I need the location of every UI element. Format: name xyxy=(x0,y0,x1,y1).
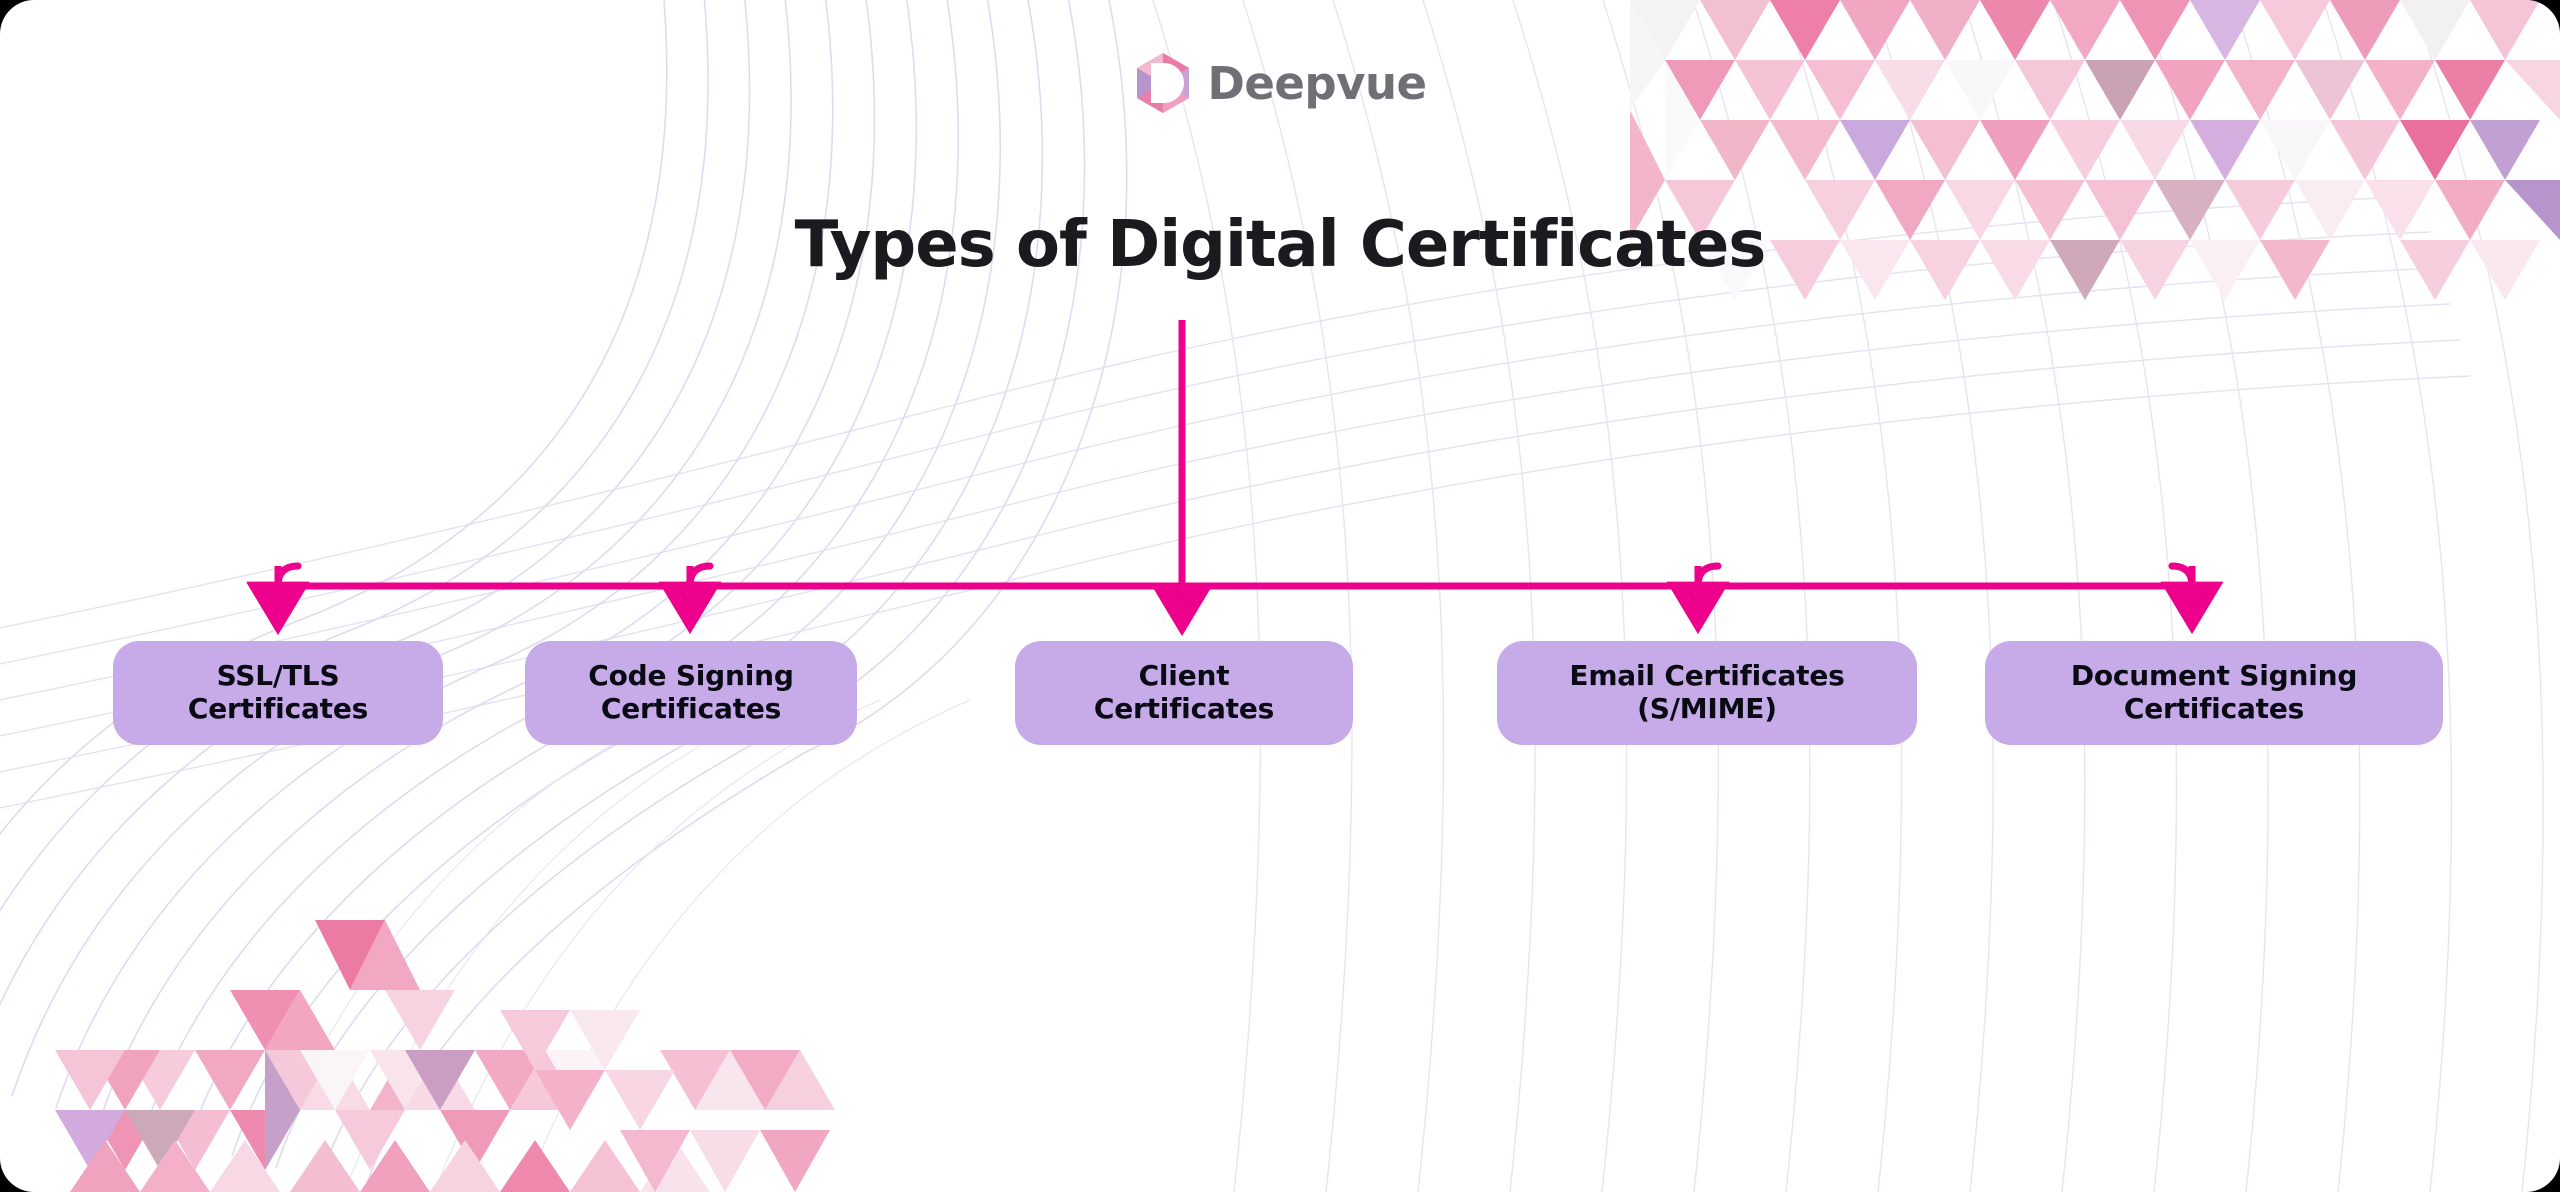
node-document-signing[interactable]: Document Signing Certificates xyxy=(1985,641,2443,745)
brand-logo: Deepvue xyxy=(0,52,2560,114)
node-label: Client Certificates xyxy=(1093,659,1275,725)
node-ssl-tls[interactable]: SSL/TLS Certificates xyxy=(113,641,443,745)
hexagon-logo-icon xyxy=(1134,52,1192,114)
node-code-signing[interactable]: Code Signing Certificates xyxy=(525,641,857,745)
brand-name: Deepvue xyxy=(1207,56,1428,110)
node-email-smime[interactable]: Email Certificates (S/MIME) xyxy=(1497,641,1917,745)
node-label: Email Certificates (S/MIME) xyxy=(1569,659,1845,725)
node-label: Document Signing Certificates xyxy=(2070,659,2358,725)
node-label: Code Signing Certificates xyxy=(588,659,794,725)
node-label: SSL/TLS Certificates xyxy=(187,659,369,725)
node-client[interactable]: Client Certificates xyxy=(1015,641,1353,745)
page-title: Types of Digital Certificates xyxy=(794,208,1767,282)
